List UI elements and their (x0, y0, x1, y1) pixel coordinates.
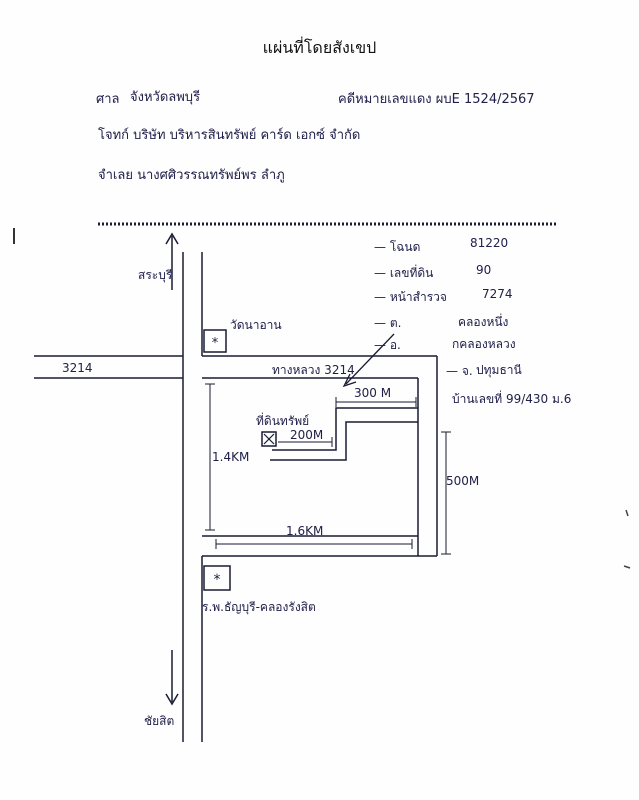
legend-value-province: ปทุมธานี (476, 363, 522, 377)
temple-landmark-box (203, 329, 227, 353)
legend-value-deed: 81220 (470, 236, 509, 250)
road-number-right: ทางหลวง 3214 (272, 363, 355, 377)
hospital-label: ร.พ.ธัญบุรี-คลองรังสิต (202, 600, 316, 614)
document-title: แผ่นที่โดยสังเขป (262, 38, 377, 57)
access-lane-top (272, 407, 418, 451)
hospital-asterisk-icon: * (214, 572, 221, 588)
access-lane-bottom (270, 421, 418, 461)
legend-value-land-no: 90 (476, 263, 492, 277)
legend-key-deed: — โฉนด (374, 240, 421, 254)
margin-pen-mark-a (625, 509, 629, 517)
site-label: ที่ดินทรัพย์ (256, 414, 310, 428)
hospital-landmark-box (203, 565, 231, 591)
legend-key-survey: — หน้าสำรวจ (374, 290, 447, 304)
legend-key-province: — จ. (446, 364, 473, 378)
margin-pen-mark-b (623, 565, 631, 569)
house-address: บ้านเลขที่ 99/430 ม.6 (452, 392, 572, 406)
temple-label: วัดนาอาน (230, 318, 282, 332)
site-marker-cross-b (263, 433, 275, 445)
plaintiff-line: โจทก์ บริษัท บริหารสินทรัพย์ คาร์ด เอกซ์… (98, 128, 361, 143)
court-label: ศาล (96, 92, 120, 107)
legend-pointer-head (342, 373, 357, 388)
south-destination-label: ชัยสิต (144, 714, 175, 728)
legend-key-subdistrict: — ต. (374, 316, 402, 330)
legend-value-district: กคลองหลวง (452, 337, 516, 351)
defendant-line: จำเลย นางศศิวรรณทรัพย์พร ลำภู (98, 168, 285, 183)
dim-1-4-label: 1.4KM (212, 450, 250, 464)
dim-200-label: 200M (290, 428, 324, 442)
dim-1-6-label: 1.6KM (286, 524, 324, 538)
case-number: คดีหมายเลขแดง ผบE 1524/2567 (338, 92, 535, 107)
dim-500-label: 500M (446, 474, 480, 488)
dim-300-label: 300 M (354, 386, 392, 400)
north-arrow-head (165, 232, 179, 245)
legend-value-subdistrict: คลองหนึ่ง (458, 315, 509, 329)
legend-pointer-line (345, 333, 395, 385)
temple-asterisk-icon: * (212, 336, 219, 351)
north-destination-label: สระบุรี (138, 268, 173, 282)
road-number-left: 3214 (62, 361, 93, 375)
court-name: จังหวัดลพบุรี (130, 90, 201, 105)
legend-key-district: — อ. (374, 338, 401, 352)
legend-value-survey: 7274 (482, 287, 513, 301)
south-arrow-head (165, 693, 179, 706)
site-marker-box (261, 431, 277, 447)
legend-key-land-no: — เลขที่ดิน (374, 266, 434, 280)
